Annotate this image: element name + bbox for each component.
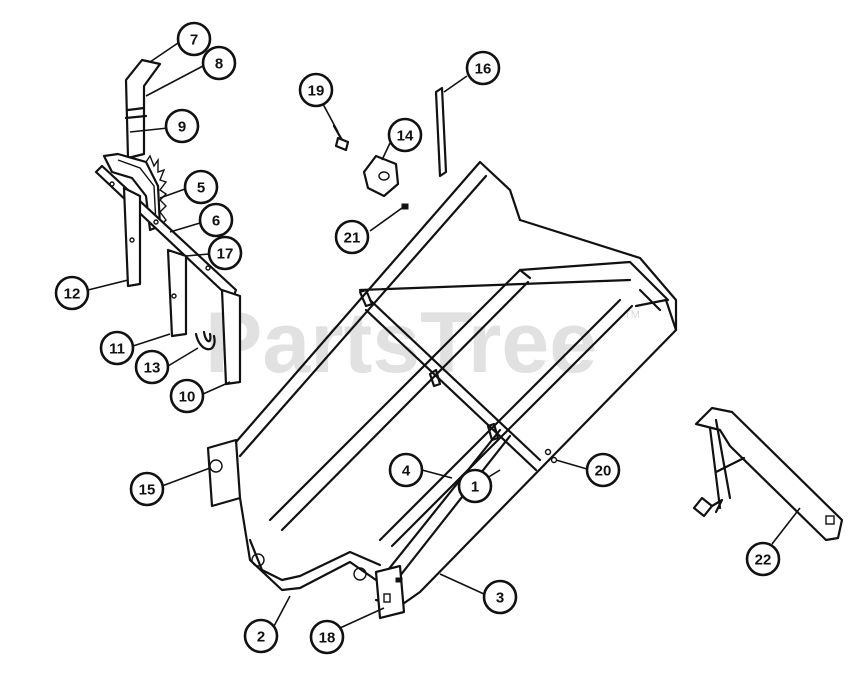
svg-text:5: 5 — [197, 180, 205, 197]
callout-16: 16 — [465, 50, 501, 86]
callout-2: 2 — [243, 618, 279, 654]
svg-text:7: 7 — [190, 32, 198, 49]
callout-19: 19 — [298, 72, 334, 108]
callout-6: 6 — [198, 202, 234, 238]
callout-8: 8 — [201, 45, 237, 81]
svg-text:13: 13 — [144, 360, 161, 377]
main-frame — [206, 160, 678, 620]
callout-10: 10 — [169, 378, 205, 414]
svg-text:9: 9 — [178, 119, 186, 136]
svg-text:17: 17 — [217, 246, 234, 263]
small-parts — [332, 86, 448, 210]
svg-text:14: 14 — [397, 128, 414, 145]
callout-22: 22 — [745, 541, 781, 577]
svg-text:18: 18 — [319, 630, 336, 647]
svg-text:4: 4 — [402, 463, 411, 480]
svg-text:16: 16 — [475, 61, 492, 78]
callout-7: 7 — [176, 21, 212, 57]
callout-21: 21 — [334, 219, 370, 255]
callout-12: 12 — [54, 275, 90, 311]
callout-13: 13 — [134, 349, 170, 385]
svg-text:21: 21 — [344, 230, 361, 247]
svg-text:6: 6 — [212, 213, 220, 230]
callout-4: 4 — [388, 452, 424, 488]
svg-text:3: 3 — [496, 590, 504, 607]
svg-text:12: 12 — [64, 286, 81, 303]
hitch-bar — [692, 406, 844, 542]
callout-15: 15 — [129, 471, 165, 507]
watermark-tm: TM — [624, 309, 640, 321]
callout-5: 5 — [183, 169, 219, 205]
callout-20: 20 — [585, 452, 621, 488]
lever-assembly — [94, 58, 242, 386]
svg-text:2: 2 — [257, 629, 265, 646]
svg-text:11: 11 — [109, 341, 125, 358]
callout-3: 3 — [482, 579, 518, 615]
callout-1: 1 — [457, 468, 493, 504]
callout-9: 9 — [164, 108, 200, 144]
svg-text:1: 1 — [471, 479, 479, 496]
callout-18: 18 — [309, 619, 345, 655]
svg-text:20: 20 — [595, 463, 612, 480]
callout-14: 14 — [387, 117, 423, 153]
svg-text:22: 22 — [755, 552, 772, 569]
svg-text:15: 15 — [139, 482, 156, 499]
svg-text:19: 19 — [308, 83, 325, 100]
svg-text:10: 10 — [179, 389, 196, 406]
callout-11: 11 — [99, 330, 135, 366]
callout-17: 17 — [207, 235, 243, 271]
svg-text:8: 8 — [215, 56, 223, 73]
